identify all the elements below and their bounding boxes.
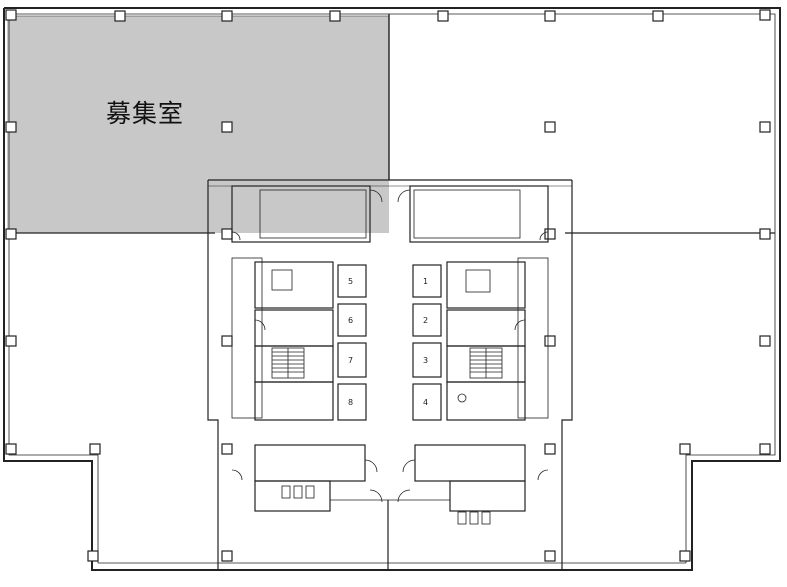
elevator-number: 7 [348, 356, 353, 365]
core-walls [207, 179, 573, 570]
outer-walls [3, 7, 781, 571]
structural-columns [5, 9, 771, 562]
interior-walls [7, 14, 775, 234]
stair-right [469, 347, 503, 379]
highlighted-room-area[interactable] [7, 16, 389, 233]
door-swings [231, 189, 549, 503]
highlighted-room-label: 募集室 [106, 99, 185, 128]
restroom-fixtures [271, 269, 491, 525]
elevator-shafts [337, 264, 442, 421]
elevator-number: 5 [348, 277, 353, 286]
elevator-number: 8 [348, 398, 353, 407]
elevator-number: 4 [423, 398, 428, 407]
elevator-number: 3 [423, 356, 428, 365]
elevator-number: 1 [423, 277, 428, 286]
elevator-number: 6 [348, 316, 353, 325]
elevator-number: 2 [423, 316, 428, 325]
stair-left [271, 347, 305, 379]
